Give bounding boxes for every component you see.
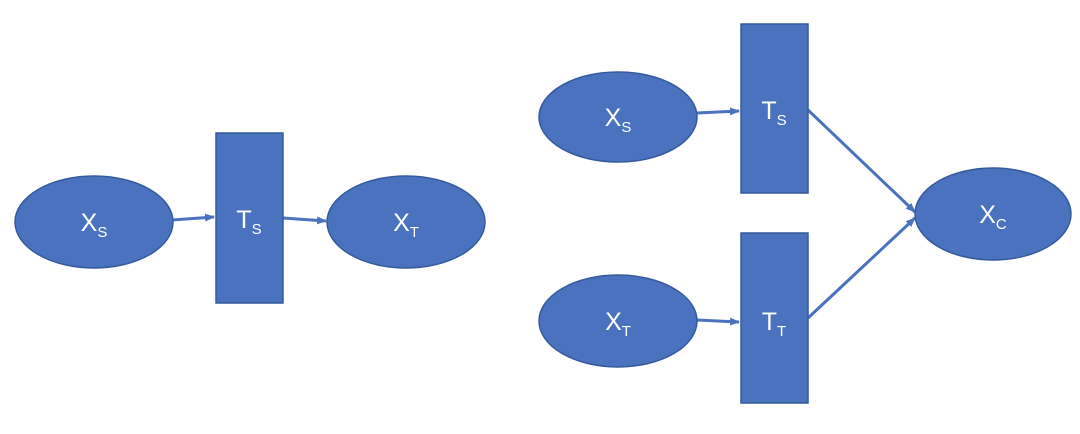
left-source-label: X [81, 209, 98, 237]
svg-text:XT: XT [393, 209, 419, 241]
left-transform-node: TS [215, 132, 284, 304]
right-source-subscript: S [621, 119, 631, 136]
left-transform-label: T [236, 206, 251, 234]
edge-xt-to-tt-right [696, 317, 740, 326]
edge-tt-to-xc [806, 216, 917, 320]
right-source-transform: TS [740, 23, 809, 194]
left-target-subscript: T [410, 224, 419, 241]
svg-text:XS: XS [605, 104, 632, 136]
right-target-transform-label: T [762, 308, 777, 336]
left-target-node: XT [326, 175, 486, 269]
right-source-label: X [605, 104, 622, 132]
right-source-node: XS [538, 71, 698, 163]
edge-ts-to-xc [806, 108, 917, 214]
svg-text:XS: XS [81, 209, 108, 241]
left-diagram: XS TS XT [14, 132, 486, 304]
right-target-transform-subscript: T [777, 323, 786, 340]
svg-text:XC: XC [979, 201, 1007, 233]
right-target-transform: TT [740, 232, 809, 404]
svg-text:TT: TT [762, 308, 786, 340]
left-source-subscript: S [97, 224, 107, 241]
right-diagram: XS XT TS TT XC [538, 23, 1072, 404]
edge-ts-to-xt [282, 216, 327, 225]
svg-text:TS: TS [236, 206, 261, 238]
right-source-transform-subscript: S [777, 112, 787, 129]
svg-text:TS: TS [761, 97, 786, 129]
right-target-node: XT [538, 274, 698, 368]
right-combined-subscript: C [996, 216, 1007, 233]
svg-text:XT: XT [605, 308, 631, 340]
left-transform-subscript: S [252, 221, 262, 238]
edge-xs-to-ts-right [696, 107, 740, 116]
right-combined-node: XC [914, 167, 1072, 261]
right-target-label: X [605, 308, 622, 336]
left-target-label: X [393, 209, 410, 237]
right-target-subscript: T [622, 323, 631, 340]
right-source-transform-label: T [761, 97, 776, 125]
left-source-node: XS [14, 175, 174, 269]
edge-xs-to-ts [171, 213, 215, 222]
right-combined-label: X [979, 201, 996, 229]
